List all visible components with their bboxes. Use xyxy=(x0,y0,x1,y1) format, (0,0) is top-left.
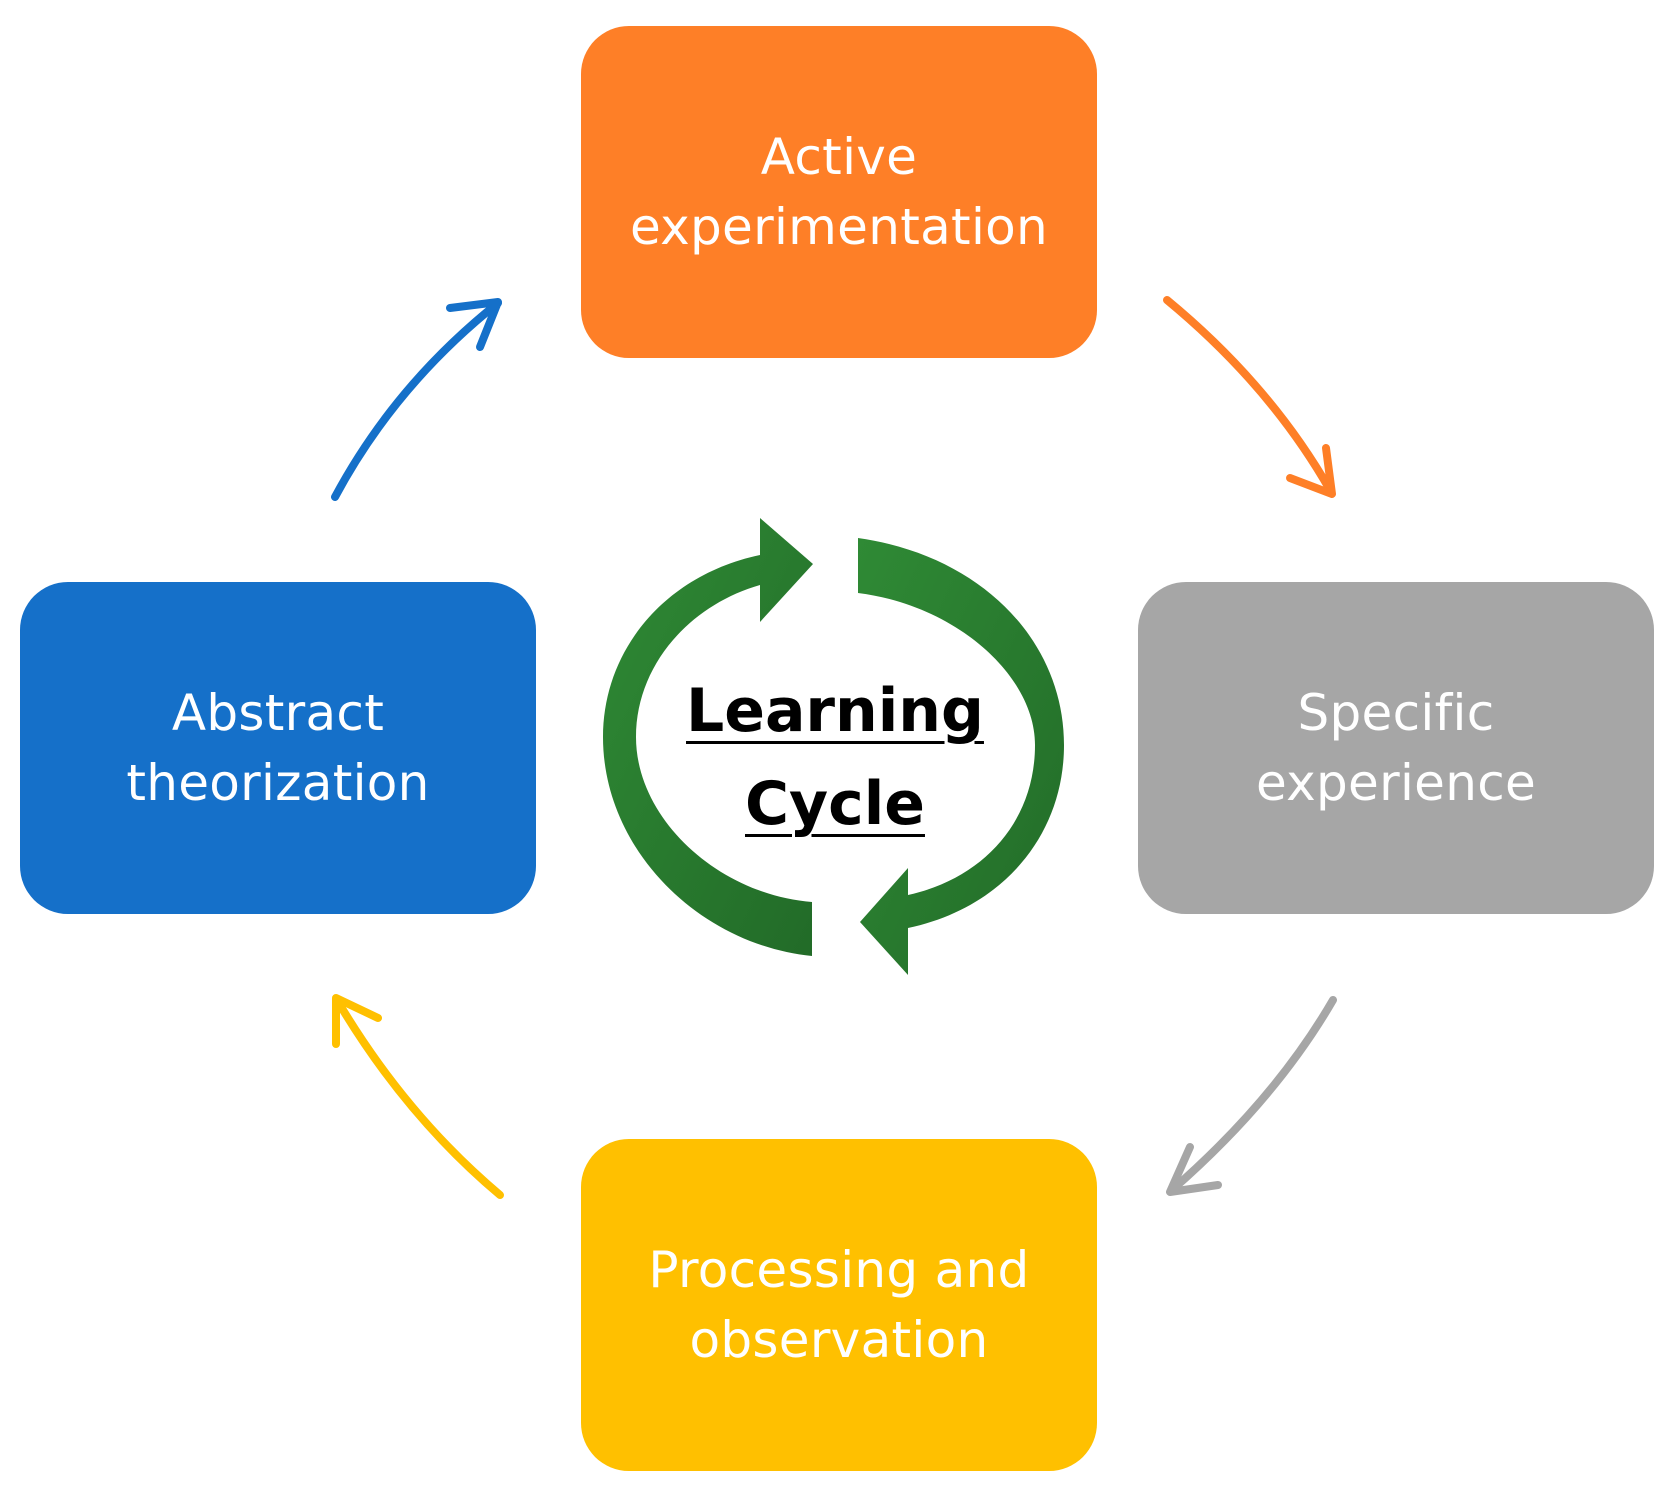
connector-arrow-top-to-right xyxy=(1163,296,1336,498)
stage-label-active-experimentation: Active experimentation xyxy=(629,128,1049,256)
center-cycle-icon xyxy=(603,518,1064,975)
center-title-line1: Learning xyxy=(686,676,984,746)
connector-arrow-bottom-to-left xyxy=(332,994,504,1199)
stage-label-specific-experience: Specific experience xyxy=(1255,684,1537,812)
stage-box-active-experimentation: Active experimentation xyxy=(581,26,1097,358)
center-title-line2: Cycle xyxy=(745,769,925,839)
stage-label-processing-observation: Processing and observation xyxy=(648,1241,1030,1369)
cycle-arrow-lower xyxy=(858,538,1064,975)
stage-label-abstract-theorization: Abstract theorization xyxy=(126,684,430,812)
stage-box-processing-observation: Processing and observation xyxy=(581,1139,1097,1471)
center-title: Learning Cycle xyxy=(635,665,1035,851)
stage-box-abstract-theorization: Abstract theorization xyxy=(20,582,536,914)
connector-arrow-right-to-bottom xyxy=(1166,996,1337,1196)
connector-arrow-left-to-top xyxy=(331,298,502,501)
stage-box-specific-experience: Specific experience xyxy=(1138,582,1654,914)
cycle-arrow-upper xyxy=(603,518,813,956)
